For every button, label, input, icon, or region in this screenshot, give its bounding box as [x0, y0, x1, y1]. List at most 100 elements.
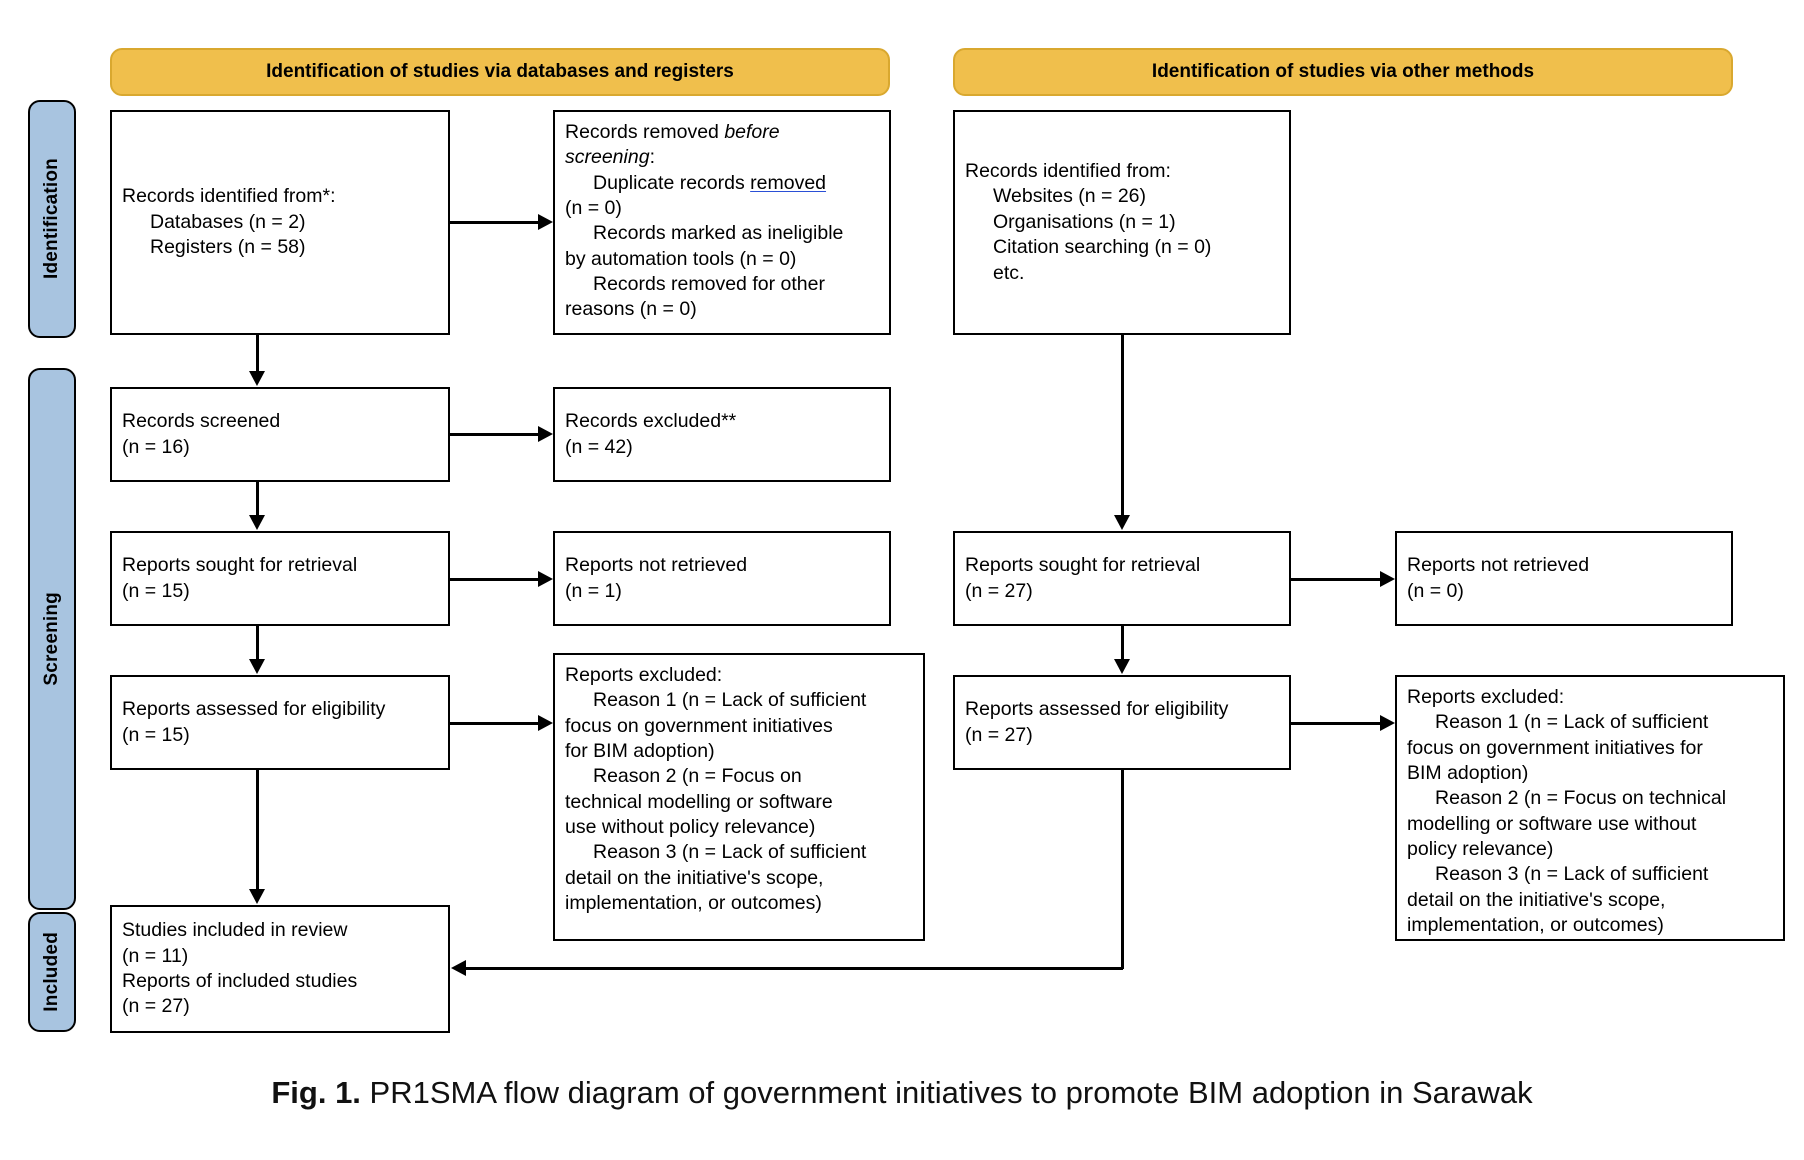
records-identified-other-line-4: Citation searching (n = 0): [993, 236, 1212, 259]
arrowhead-screened-to-excluded: [538, 426, 553, 442]
reports-not-retrieved-right-line-1: Reports not retrieved: [1407, 554, 1590, 577]
phase-label-included-text: Included: [41, 932, 62, 1012]
studies-included-line-2: (n = 11): [122, 944, 189, 967]
connector-sought-to-notretrieved-left: [450, 578, 538, 581]
records-screened-line-2: (n = 16): [122, 435, 190, 458]
reports-excluded-left-line-9: implementation, or outcomes): [565, 892, 822, 915]
box-records-screened: Records screened (n = 16): [110, 387, 450, 482]
connector-sought-to-assessed-left: [256, 626, 259, 660]
reports-excluded-left-line-8: detail on the initiative's scope,: [565, 866, 824, 889]
reports-excluded-right-line-7: Reason 3 (n = Lack of sufficient: [1435, 863, 1709, 886]
box-records-identified-other-methods: Records identified from: Websites (n = 2…: [953, 110, 1291, 335]
records-identified-line-3: Registers (n = 58): [150, 236, 306, 259]
connector-assessed-to-included-left: [256, 770, 259, 890]
records-identified-other-line-3: Organisations (n = 1): [993, 210, 1176, 233]
reports-not-retrieved-left-line-2: (n = 1): [565, 579, 622, 602]
connector-assessed-to-excluded-left: [450, 722, 538, 725]
records-screened-line-1: Records screened: [122, 410, 281, 433]
reports-excluded-right-title: Reports excluded:: [1407, 686, 1565, 708]
records-removed-prefix: Records removed: [565, 121, 725, 143]
arrowhead-assessed-right-to-included: [451, 960, 466, 976]
reports-assessed-left-line-2: (n = 15): [122, 723, 190, 746]
box-reports-not-retrieved-right: Reports not retrieved (n = 0): [1395, 531, 1733, 626]
studies-included-line-1: Studies included in review: [122, 919, 348, 942]
connector-identified-to-screened: [256, 335, 259, 372]
banner-databases-registers: Identification of studies via databases …: [110, 48, 890, 96]
records-identified-other-line-1: Records identified from:: [965, 160, 1171, 183]
reports-excluded-right-line-4: Reason 2 (n = Focus on technical: [1435, 787, 1727, 810]
figure-label: Fig. 1.: [271, 1075, 361, 1110]
phase-label-included: Included: [28, 912, 76, 1032]
reports-sought-right-line-2: (n = 27): [965, 579, 1033, 602]
reports-excluded-right-line-5: modelling or software use without: [1407, 812, 1697, 835]
records-identified-line-1: Records identified from*:: [122, 185, 336, 208]
connector-identifiedother-to-sought-right: [1121, 335, 1124, 516]
studies-included-line-3: Reports of included studies: [122, 970, 358, 992]
records-removed-line-1: Records removed before: [565, 120, 879, 145]
reports-assessed-right-line-1: Reports assessed for eligibility: [965, 698, 1229, 721]
reports-excluded-right-line-8: detail on the initiative's scope,: [1407, 888, 1666, 911]
arrowhead-sought-to-assessed-right: [1114, 659, 1130, 674]
records-removed-line-2: screening:: [565, 145, 879, 170]
reports-excluded-left-line-1: Reason 1 (n = Lack of sufficient: [593, 689, 867, 712]
arrowhead-identified-to-removed: [538, 214, 553, 230]
box-reports-sought-left: Reports sought for retrieval (n = 15): [110, 531, 450, 626]
box-reports-sought-right: Reports sought for retrieval (n = 27): [953, 531, 1291, 626]
arrowhead-screened-to-sought-left: [249, 515, 265, 530]
records-removed-duplicate-prefix: Duplicate records: [593, 171, 751, 194]
reports-excluded-left-line-6: use without policy relevance): [565, 816, 816, 839]
records-removed-line-5: Records marked as ineligible: [593, 222, 844, 245]
box-reports-assessed-right: Reports assessed for eligibility (n = 27…: [953, 675, 1291, 770]
reports-excluded-left-line-2: focus on government initiatives: [565, 714, 833, 737]
connector-assessed-right-down: [1121, 770, 1124, 969]
connector-screened-to-sought-left: [256, 482, 259, 516]
reports-assessed-left-line-1: Reports assessed for eligibility: [122, 698, 386, 721]
records-identified-other-line-2: Websites (n = 26): [993, 185, 1147, 208]
reports-not-retrieved-left-line-1: Reports not retrieved: [565, 554, 748, 577]
arrowhead-assessed-to-included-left: [249, 889, 265, 904]
reports-excluded-left-title: Reports excluded:: [565, 664, 723, 686]
box-reports-excluded-left: Reports excluded: Reason 1 (n = Lack of …: [553, 653, 925, 941]
connector-assessed-to-excluded-right: [1291, 722, 1380, 725]
banner-databases-registers-text: Identification of studies via databases …: [266, 61, 734, 82]
reports-excluded-right-line-2: focus on government initiatives for: [1407, 736, 1703, 759]
box-studies-included: Studies included in review (n = 11) Repo…: [110, 905, 450, 1033]
records-removed-line-3: Duplicate records removed: [565, 171, 879, 196]
connector-screened-to-excluded: [450, 433, 538, 436]
phase-label-identification: Identification: [28, 100, 76, 338]
reports-excluded-right-line-1: Reason 1 (n = Lack of sufficient: [1435, 711, 1709, 734]
figure-caption: Fig. 1. PR1SMA flow diagram of governmen…: [0, 1075, 1804, 1111]
arrowhead-sought-to-notretrieved-right: [1380, 571, 1395, 587]
records-excluded-line-2: (n = 42): [565, 435, 633, 458]
reports-excluded-left-line-4: Reason 2 (n = Focus on: [593, 765, 802, 788]
connector-sought-to-assessed-right: [1121, 626, 1124, 660]
records-removed-italic-screening: screening: [565, 146, 650, 169]
figure-caption-text: PR1SMA flow diagram of government initia…: [360, 1075, 1533, 1110]
arrowhead-identifiedother-to-sought-right: [1114, 515, 1130, 530]
reports-not-retrieved-right-line-2: (n = 0): [1407, 579, 1464, 602]
box-reports-assessed-left: Reports assessed for eligibility (n = 15…: [110, 675, 450, 770]
records-removed-line-6: by automation tools (n = 0): [565, 247, 797, 270]
banner-other-methods: Identification of studies via other meth…: [953, 48, 1733, 96]
arrowhead-assessed-to-excluded-right: [1380, 715, 1395, 731]
arrowhead-assessed-to-excluded-left: [538, 715, 553, 731]
connector-sought-to-notretrieved-right: [1291, 578, 1380, 581]
box-reports-excluded-right: Reports excluded: Reason 1 (n = Lack of …: [1395, 675, 1785, 941]
phase-label-screening: Screening: [28, 368, 76, 910]
connector-assessed-right-to-included: [466, 967, 1123, 970]
records-removed-spellchecked-word: removed: [750, 171, 827, 194]
arrowhead-identified-to-screened: [249, 371, 265, 386]
phase-label-identification-text: Identification: [41, 158, 62, 280]
arrowhead-sought-to-notretrieved-left: [538, 571, 553, 587]
phase-label-screening-text: Screening: [41, 592, 62, 686]
studies-included-line-4: (n = 27): [122, 995, 190, 1018]
box-records-removed-before-screening: Records removed before screening: Duplic…: [553, 110, 891, 335]
reports-excluded-right-line-9: implementation, or outcomes): [1407, 914, 1664, 937]
reports-excluded-left-line-3: for BIM adoption): [565, 740, 715, 763]
reports-sought-left-line-2: (n = 15): [122, 579, 190, 602]
connector-identified-to-removed: [450, 221, 538, 224]
box-records-identified: Records identified from*: Databases (n =…: [110, 110, 450, 335]
banner-other-methods-text: Identification of studies via other meth…: [1151, 61, 1535, 82]
records-removed-colon: :: [649, 146, 655, 169]
